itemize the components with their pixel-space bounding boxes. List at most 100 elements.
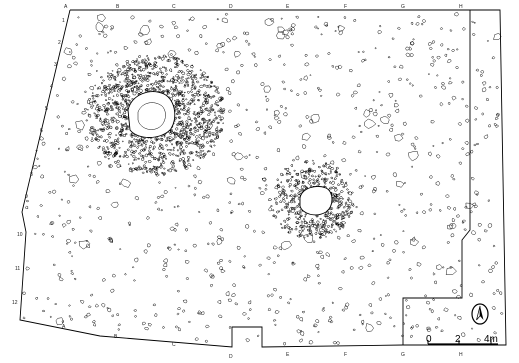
cluster-stone bbox=[121, 140, 124, 143]
cluster-stone bbox=[110, 118, 113, 122]
stone bbox=[343, 257, 347, 260]
cluster-stone bbox=[326, 225, 330, 229]
cluster-stone bbox=[127, 78, 132, 83]
cluster-stone bbox=[338, 192, 341, 195]
stone bbox=[352, 90, 358, 95]
stone bbox=[266, 294, 271, 298]
stone bbox=[276, 184, 279, 187]
stone bbox=[196, 143, 201, 148]
cluster-stone bbox=[180, 141, 184, 145]
cluster-stone bbox=[173, 133, 176, 136]
stone bbox=[297, 212, 301, 216]
stone bbox=[134, 257, 139, 263]
stone bbox=[389, 127, 394, 132]
cluster-stone bbox=[176, 133, 181, 137]
stone bbox=[165, 274, 169, 278]
cluster-stone bbox=[206, 123, 209, 126]
cluster-stone bbox=[303, 176, 307, 180]
stone bbox=[276, 31, 286, 40]
stone bbox=[171, 21, 176, 26]
cluster-stone bbox=[332, 186, 336, 189]
cluster-stone bbox=[208, 135, 211, 138]
cluster-stone bbox=[134, 80, 137, 83]
cluster-stone bbox=[166, 149, 169, 151]
cluster-stone bbox=[156, 74, 159, 76]
stone bbox=[450, 173, 454, 178]
cluster-stone bbox=[202, 149, 205, 152]
grid-label-bottom-D: D bbox=[229, 354, 233, 360]
stone bbox=[341, 158, 347, 163]
cluster-stone bbox=[327, 231, 331, 234]
cluster-stone bbox=[131, 170, 134, 173]
stone bbox=[374, 47, 377, 50]
cluster-stone bbox=[189, 129, 191, 132]
cluster-stone bbox=[305, 225, 309, 228]
cluster-stone bbox=[175, 62, 179, 66]
stone bbox=[430, 119, 435, 124]
stone bbox=[262, 177, 267, 182]
cluster-stone bbox=[175, 127, 179, 131]
stone bbox=[116, 163, 122, 168]
stone bbox=[462, 219, 466, 223]
cluster-stone bbox=[119, 134, 122, 137]
cluster-stone bbox=[183, 64, 186, 67]
grid-label-left-3: 3 bbox=[54, 62, 57, 68]
stone bbox=[32, 165, 38, 170]
stone bbox=[364, 118, 377, 129]
stone bbox=[202, 25, 208, 30]
stone bbox=[68, 128, 71, 131]
cluster-stone bbox=[185, 80, 188, 83]
stone bbox=[243, 155, 248, 159]
cluster-stone bbox=[195, 141, 200, 146]
stone bbox=[372, 99, 375, 102]
stone bbox=[96, 52, 99, 55]
cluster-stone bbox=[151, 82, 154, 87]
cluster-stone bbox=[149, 170, 154, 174]
cluster-stone bbox=[159, 165, 164, 169]
stone bbox=[70, 272, 74, 276]
stone bbox=[434, 86, 438, 89]
cluster-stone bbox=[167, 168, 170, 172]
stone bbox=[138, 32, 144, 37]
stone bbox=[197, 310, 202, 315]
stone bbox=[69, 174, 80, 184]
cluster-stone bbox=[285, 167, 290, 172]
cluster-stone bbox=[137, 157, 141, 160]
cluster-stone bbox=[337, 183, 340, 186]
cluster-stone bbox=[211, 95, 215, 98]
cluster-stone bbox=[183, 138, 186, 142]
cluster-stone bbox=[219, 99, 222, 102]
stone bbox=[480, 70, 485, 74]
cluster-stone bbox=[210, 146, 213, 148]
stone bbox=[393, 65, 397, 68]
stone bbox=[448, 81, 453, 85]
stone bbox=[465, 202, 474, 210]
cluster-stone bbox=[123, 152, 127, 156]
cluster-stone bbox=[159, 144, 164, 148]
stone bbox=[437, 317, 440, 321]
stone bbox=[439, 209, 442, 212]
cluster-stone bbox=[149, 63, 153, 67]
cluster-stone bbox=[288, 183, 292, 187]
cluster-stone bbox=[174, 65, 177, 69]
cluster-stone bbox=[335, 198, 339, 202]
stone bbox=[488, 268, 493, 273]
cluster-stone bbox=[346, 188, 349, 191]
stone bbox=[98, 33, 101, 36]
stone bbox=[154, 313, 158, 317]
cluster-stone bbox=[117, 103, 120, 106]
cluster-stone bbox=[300, 214, 304, 217]
cluster-stone bbox=[335, 169, 338, 172]
stone bbox=[70, 317, 74, 321]
stone bbox=[96, 109, 100, 113]
stone bbox=[176, 312, 180, 316]
cluster-stone bbox=[329, 211, 333, 214]
stone bbox=[445, 194, 450, 198]
cluster-stone bbox=[189, 127, 193, 130]
cluster-stone bbox=[297, 217, 301, 221]
cluster-stone bbox=[337, 205, 341, 208]
stone bbox=[335, 230, 338, 233]
cluster-stone bbox=[340, 178, 344, 182]
stone bbox=[280, 240, 292, 251]
stone bbox=[378, 91, 381, 94]
